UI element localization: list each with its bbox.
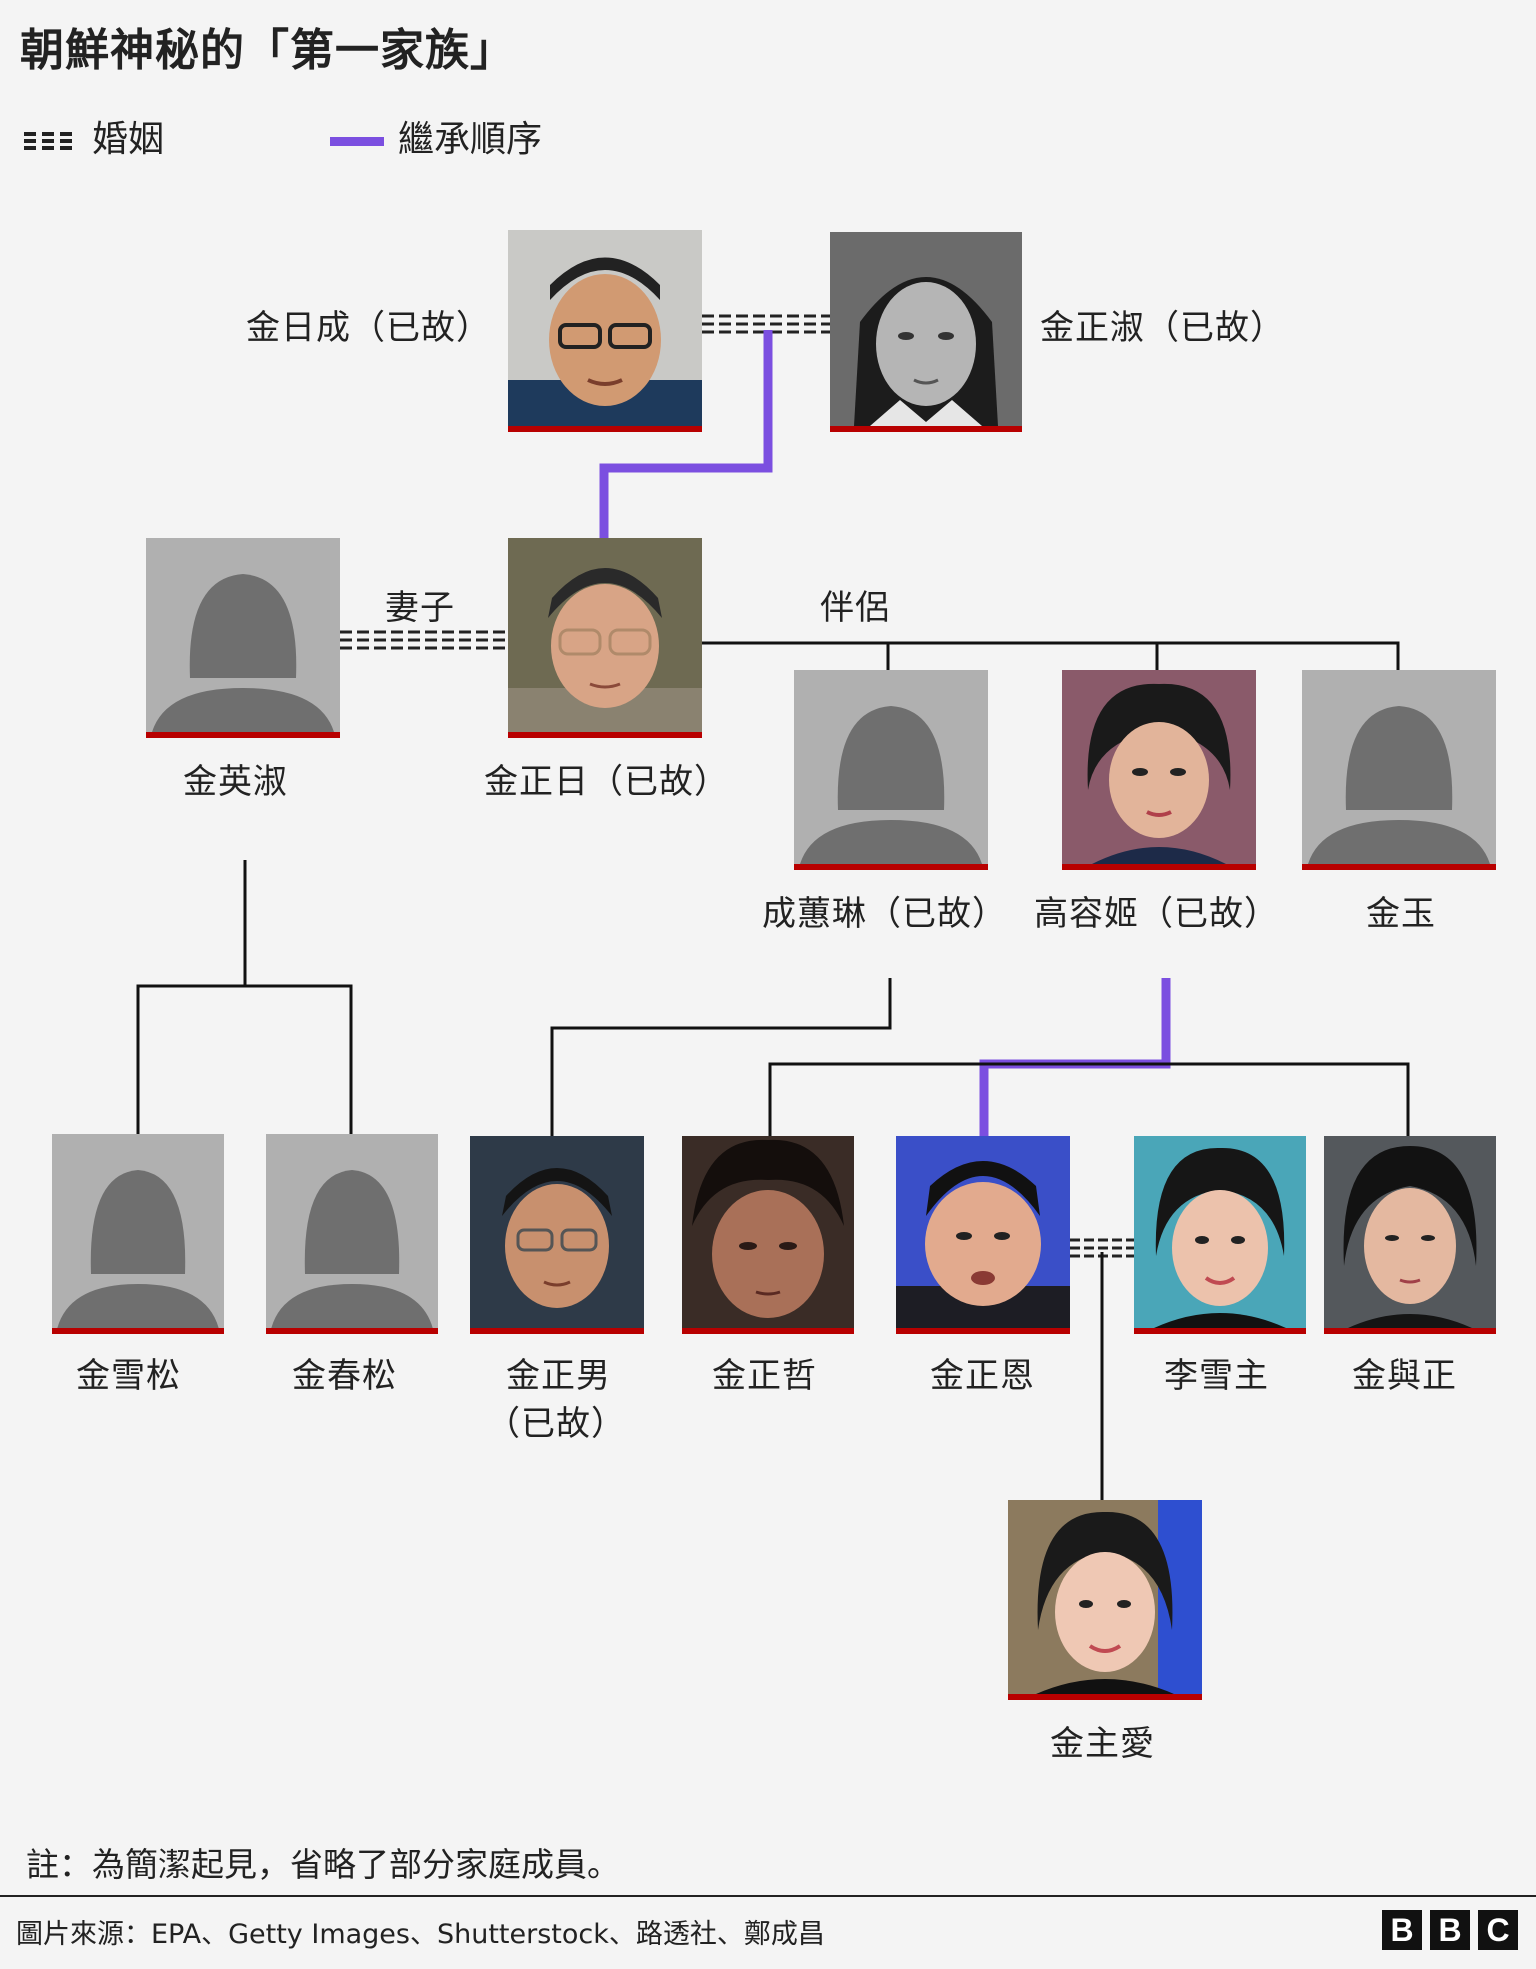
label-wife: 妻子 — [385, 588, 455, 628]
photo-kim-il-sung — [508, 230, 702, 432]
name-kim-il-sung: 金日成（已故） — [246, 308, 491, 348]
name-kim-ok: 金玉 — [1366, 894, 1436, 934]
name-kim-jong-il: 金正日（已故） — [484, 762, 729, 802]
photo-ri-sol-ju — [1134, 1136, 1306, 1334]
succession-line-icon — [330, 136, 384, 146]
photo-kim-jong-nam — [470, 1136, 644, 1334]
children-lines-ko-yong-hui — [768, 1062, 1410, 1136]
name-kim-jong-nam-note: （已故） — [486, 1404, 626, 1444]
portrait-kim-jong-un-icon — [896, 1136, 1070, 1328]
legend-marriage-label: 婚姻 — [92, 119, 165, 160]
succession-line-2 — [979, 978, 1171, 1136]
portrait-kim-jong-chol-icon — [682, 1136, 854, 1328]
name-kim-jong-un: 金正恩 — [930, 1356, 1035, 1396]
legend-succession: 繼承順序 — [330, 110, 542, 162]
bbc-logo: B B C — [1382, 1910, 1518, 1950]
person-silhouette-icon — [271, 1170, 433, 1328]
photo-kim-sol-song — [52, 1134, 224, 1334]
person-silhouette-icon — [800, 706, 982, 864]
photo-kim-young-sook — [146, 538, 340, 738]
name-kim-ju-ae: 金主愛 — [1050, 1724, 1155, 1764]
marriage-line-kim-jong-il — [340, 630, 508, 650]
bbc-logo-letter: C — [1478, 1910, 1518, 1950]
children-line-sung-hae-rim — [550, 978, 892, 1136]
portrait-kim-il-sung-icon — [508, 230, 702, 426]
footer-divider — [0, 1895, 1536, 1897]
photo-kim-ju-ae — [1008, 1500, 1202, 1700]
name-kim-jong-chol: 金正哲 — [712, 1356, 817, 1396]
page-title: 朝鮮神秘的「第一家族」 — [20, 25, 515, 76]
label-partner: 伴侶 — [820, 588, 890, 628]
portrait-kim-jong-nam-icon — [470, 1136, 644, 1328]
photo-sung-hae-rim — [794, 670, 988, 870]
photo-kim-jong-il — [508, 538, 702, 738]
bbc-logo-letter: B — [1430, 1910, 1470, 1950]
name-kim-jong-suk: 金正淑（已故） — [1040, 308, 1285, 348]
portrait-kim-jong-suk-icon — [830, 232, 1022, 426]
legend-succession-label: 繼承順序 — [398, 119, 543, 160]
partner-lines — [702, 641, 1400, 672]
name-ko-yong-hui: 高容姬（已故） — [1034, 894, 1279, 934]
marriage-line-kim-il-sung — [702, 314, 830, 334]
photo-kim-ok — [1302, 670, 1496, 870]
person-silhouette-icon — [1308, 706, 1490, 864]
name-kim-young-sook: 金英淑 — [183, 762, 288, 802]
photo-kim-jong-un — [896, 1136, 1070, 1334]
portrait-kim-jong-il-icon — [508, 538, 702, 732]
name-kim-jong-nam: 金正男 — [506, 1356, 611, 1396]
name-sung-hae-rim: 成蕙琳（已故） — [762, 894, 1007, 934]
name-kim-chun-song: 金春松 — [292, 1356, 397, 1396]
photo-kim-chun-song — [266, 1134, 438, 1334]
portrait-kim-yo-jong-icon — [1324, 1136, 1496, 1328]
name-kim-yo-jong: 金與正 — [1352, 1356, 1457, 1396]
portrait-ri-sol-ju-icon — [1134, 1136, 1306, 1328]
name-ri-sol-ju: 李雪主 — [1164, 1356, 1269, 1396]
person-silhouette-icon — [152, 574, 334, 732]
portrait-ko-yong-hui-icon — [1062, 670, 1256, 864]
name-kim-sol-song: 金雪松 — [76, 1356, 181, 1396]
succession-line-1 — [599, 330, 773, 540]
bbc-logo-letter: B — [1382, 1910, 1422, 1950]
person-silhouette-icon — [57, 1170, 219, 1328]
photo-kim-jong-chol — [682, 1136, 854, 1334]
photo-kim-yo-jong — [1324, 1136, 1496, 1334]
photo-kim-jong-suk — [830, 232, 1022, 432]
marriage-dash-icon — [24, 132, 78, 150]
photo-ko-yong-hui — [1062, 670, 1256, 870]
legend-marriage: 婚姻 — [24, 110, 164, 162]
footnote: 註：為簡潔起見，省略了部分家庭成員。 — [26, 1845, 620, 1884]
image-credit: 圖片來源：EPA、Getty Images、Shutterstock、路透社、鄭… — [16, 1919, 825, 1950]
children-lines-kim-young-sook — [136, 860, 353, 1134]
portrait-kim-ju-ae-icon — [1008, 1500, 1202, 1694]
